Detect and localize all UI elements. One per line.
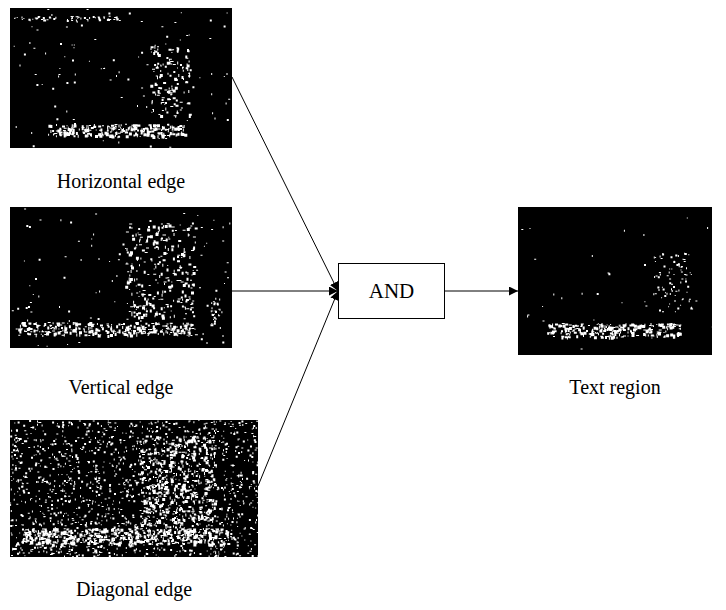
- image-panel: Diagonal edge: [10, 420, 258, 601]
- operator-label: AND: [369, 279, 415, 303]
- image-caption: Text region: [569, 375, 660, 399]
- image-spacer: [134, 420, 135, 577]
- arrow-connector: [232, 291, 338, 292]
- edge-pixels: [521, 218, 712, 350]
- image-panel: Horizontal edge: [10, 8, 232, 193]
- image-caption: Diagonal edge: [76, 577, 192, 601]
- image-panel: Vertical edge: [10, 207, 232, 399]
- edge-pixels: [10, 420, 258, 557]
- horizontal-edge-image: [10, 8, 232, 148]
- arrow-connector: [232, 77, 338, 291]
- image-spacer: [121, 207, 122, 375]
- edge-pixels: [14, 9, 231, 148]
- image-caption: Horizontal edge: [57, 169, 185, 193]
- arrow-connector: [445, 291, 518, 292]
- image-caption: Vertical edge: [69, 375, 174, 399]
- operator-box: AND: [338, 263, 445, 319]
- text-region-image: [518, 207, 712, 355]
- image-panel: Text region: [518, 207, 712, 399]
- diagonal-edge-image: [10, 420, 258, 557]
- image-spacer: [615, 207, 616, 375]
- image-spacer: [121, 8, 122, 169]
- vertical-edge-image: [10, 207, 232, 348]
- arrow-connector: [258, 291, 338, 486]
- edge-pixels: [12, 209, 231, 347]
